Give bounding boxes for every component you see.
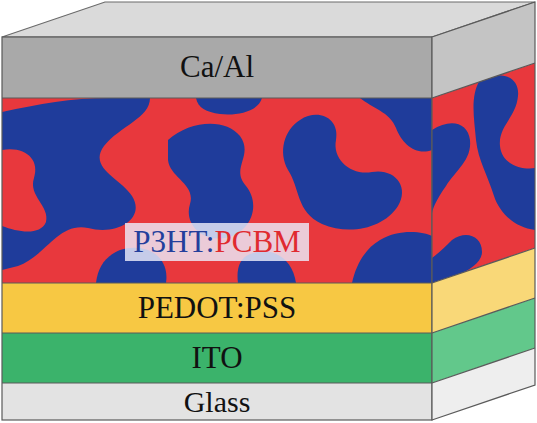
band-borders — [2, 37, 432, 420]
transport-layer: PEDOT:PSS — [2, 283, 432, 333]
layer-label: Ca/Al — [180, 50, 254, 84]
active-band — [2, 98, 432, 283]
material-name: P3HT: — [133, 224, 214, 259]
layer-label: Glass — [184, 385, 251, 418]
ito-band — [2, 333, 432, 383]
active-side — [432, 63, 535, 283]
electrode-layer: Ca/Al — [2, 37, 432, 98]
substrate-layer: Glass — [2, 383, 432, 420]
donor-domains — [2, 98, 432, 283]
glass-band — [2, 383, 432, 420]
pedot-band — [2, 283, 432, 333]
layer-label: PEDOT:PSS — [138, 291, 297, 325]
anode-layer: ITO — [2, 333, 432, 383]
side-domains — [432, 75, 535, 283]
active-layer: P3HT:PCBM — [2, 98, 432, 283]
material-name: PCBM — [214, 224, 300, 259]
side-borders — [432, 2, 535, 420]
layer-label: ITO — [191, 341, 242, 375]
layer-label: P3HT:PCBM — [125, 223, 308, 261]
ca-al-band — [2, 37, 432, 98]
glass-side — [432, 348, 535, 420]
